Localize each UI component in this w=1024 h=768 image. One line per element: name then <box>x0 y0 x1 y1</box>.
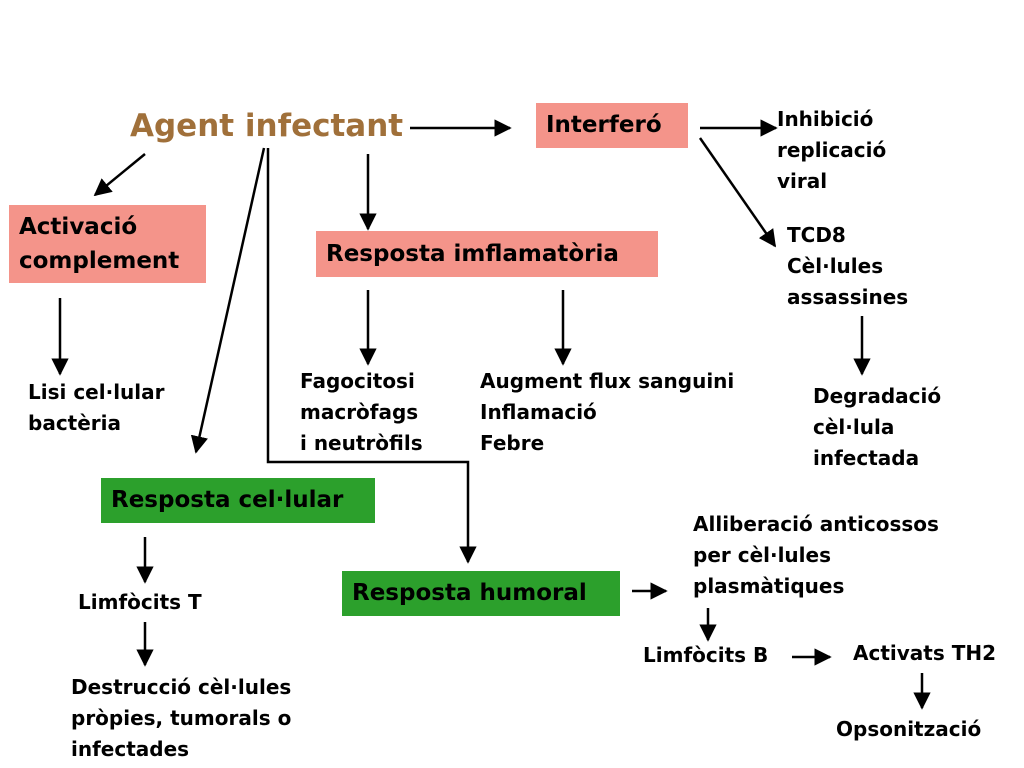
opsonization-label: Opsonització <box>836 717 982 741</box>
arrow-agent-humoral <box>266 148 477 564</box>
phagocytosis-line-1: Fagocitosi <box>300 369 415 393</box>
b-lymphocytes-label: Limfòcits B <box>643 643 769 667</box>
lysis-line-2: bactèria <box>28 411 122 435</box>
antibodies-line-3: plasmàtiques <box>693 574 845 598</box>
humoral-label: Resposta humoral <box>352 580 587 606</box>
blood-flow-line-3: Febre <box>480 431 545 455</box>
tcd8-line-3: assassines <box>787 285 909 309</box>
arrow-agent-complement <box>93 153 146 197</box>
complement-line-1: Activació <box>19 214 138 240</box>
antibodies-line-2: per cèl·lules <box>693 543 831 567</box>
arrow-interferon-tcd8 <box>698 137 777 248</box>
complement-line-2: complement <box>19 248 180 274</box>
destruction-line-1: Destrucció cèl·lules <box>71 675 292 699</box>
interferon-effect-line-2: replicació <box>777 138 887 162</box>
degradation-text: Degradació cèl·lula infectada <box>813 381 941 474</box>
cellular-box: Resposta cel·lular <box>101 478 375 523</box>
lysis-text: Lisi cel·lular bactèria <box>28 377 165 439</box>
antibodies-text: Alliberació anticossos per cèl·lules pla… <box>693 509 939 602</box>
interferon-label: Interferó <box>546 112 662 138</box>
interferon-box: Interferó <box>536 103 688 148</box>
complement-box: Activació complement <box>9 205 206 283</box>
interferon-effect-text: Inhibició replicació viral <box>777 104 886 197</box>
degradation-line-2: cèl·lula <box>813 415 895 439</box>
tcd8-line-2: Cèl·lules <box>787 254 884 278</box>
th2-label: Activats TH2 <box>853 641 997 665</box>
blood-flow-text: Augment flux sanguini Inflamació Febre <box>480 366 734 459</box>
blood-flow-line-2: Inflamació <box>480 400 597 424</box>
interferon-effect-line-3: viral <box>777 169 828 193</box>
inflammatory-box: Resposta imflamatòria <box>316 231 658 277</box>
t-lymphocytes-label: Limfòcits T <box>78 590 202 614</box>
arrow-agent-cellular <box>190 147 266 454</box>
destruction-text: Destrucció cèl·lules pròpies, tumorals o… <box>71 672 291 765</box>
tcd8-text: TCD8 Cèl·lules assassines <box>787 220 908 313</box>
degradation-line-3: infectada <box>813 446 920 470</box>
inflammatory-label: Resposta imflamatòria <box>326 240 619 267</box>
blood-flow-line-1: Augment flux sanguini <box>480 369 735 393</box>
phagocytosis-line-2: macròfags <box>300 400 419 424</box>
cellular-label: Resposta cel·lular <box>111 487 344 513</box>
lysis-line-1: Lisi cel·lular <box>28 380 165 404</box>
destruction-line-3: infectades <box>71 737 190 761</box>
tcd8-line-1: TCD8 <box>787 223 846 247</box>
agent-infectant-label: Agent infectant <box>130 108 404 144</box>
interferon-effect-line-1: Inhibició <box>777 107 874 131</box>
destruction-line-2: pròpies, tumorals o <box>71 706 292 730</box>
phagocytosis-text: Fagocitosi macròfags i neutròfils <box>300 366 423 459</box>
antibodies-line-1: Alliberació anticossos <box>693 512 939 536</box>
humoral-box: Resposta humoral <box>342 571 620 616</box>
degradation-line-1: Degradació <box>813 384 942 408</box>
phagocytosis-line-3: i neutròfils <box>300 431 423 455</box>
